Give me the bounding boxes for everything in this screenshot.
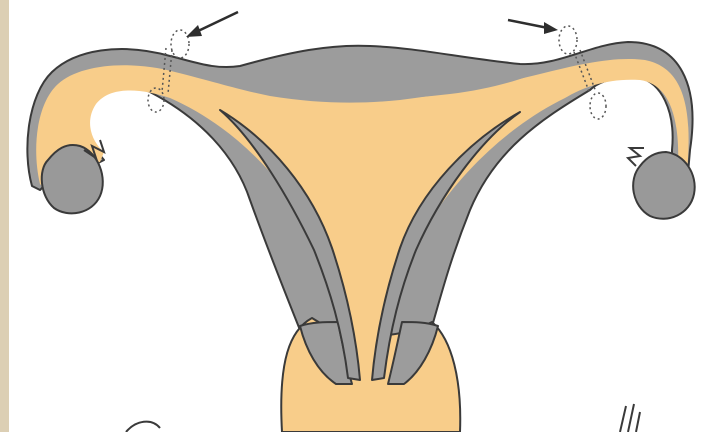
- arrow-down-right-icon: [508, 20, 558, 34]
- ovary-left: [42, 145, 103, 213]
- bottom-right-fragment: [620, 404, 640, 432]
- ovary-right: [633, 152, 695, 219]
- bottom-left-fragment: [126, 422, 160, 432]
- arrow-down-left-icon: [186, 12, 238, 37]
